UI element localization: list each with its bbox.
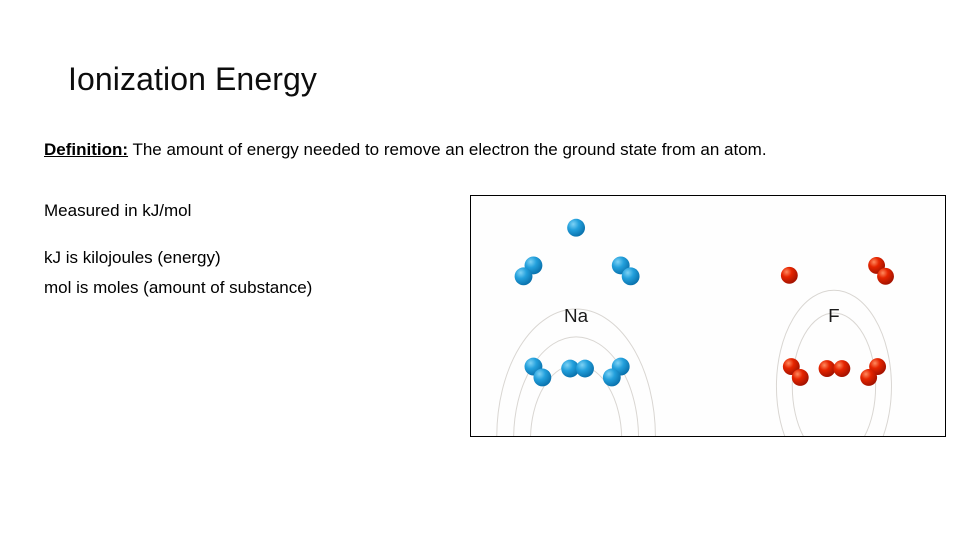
f-shell-2 [775, 289, 892, 436]
f-electron [860, 369, 878, 386]
atom-f: F [775, 256, 894, 436]
mole-definition-line: mol is moles (amount of substance) [44, 278, 313, 297]
na-electron [621, 267, 640, 286]
atom-na: Na [496, 218, 656, 436]
na-shell-2 [513, 336, 640, 436]
atom-label-na: Na [564, 305, 589, 326]
definition-paragraph: Definition: The amount of energy needed … [44, 137, 832, 162]
na-electron [514, 267, 533, 286]
measured-units-line: Measured in kJ/mol [44, 201, 192, 220]
kilojoules-definition-line: kJ is kilojoules (energy) [44, 248, 221, 267]
page-title: Ionization Energy [68, 61, 317, 97]
f-electron [780, 266, 798, 284]
body-text-block: Definition: The amount of energy needed … [44, 137, 834, 300]
na-shell-3 [496, 308, 656, 436]
f-electron [877, 267, 894, 285]
atom-diagram-image: Na F [470, 195, 946, 437]
definition-label: Definition: [44, 140, 129, 159]
na-electron [602, 368, 621, 387]
f-electron [833, 360, 851, 377]
na-electron [533, 368, 552, 387]
atom-label-f: F [828, 305, 840, 326]
atom-diagram-svg: Na F [496, 218, 894, 436]
na-electron [576, 359, 594, 378]
spacer [44, 162, 834, 184]
na-electron [567, 218, 586, 237]
na-electron [561, 359, 580, 378]
f-electron [818, 360, 836, 377]
f-electron [791, 369, 809, 386]
definition-text: The amount of energy needed to remove an… [128, 140, 767, 159]
f-shell-1 [791, 312, 877, 436]
